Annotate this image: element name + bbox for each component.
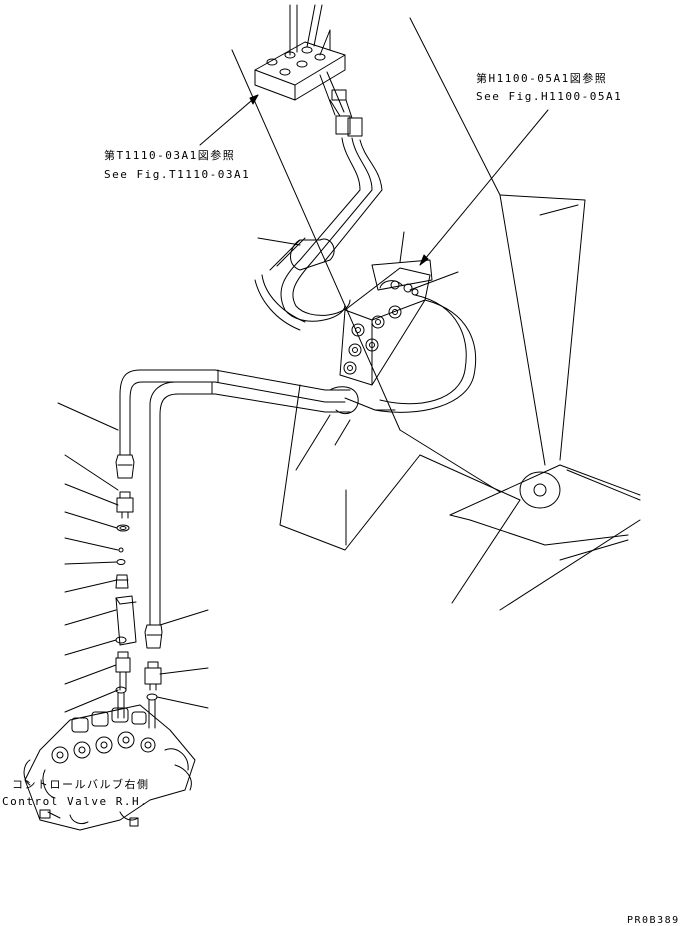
control-valve-label-jp: コントロールバルブ右側 xyxy=(12,778,150,791)
fitting-stack xyxy=(115,454,137,719)
pilot-tubes xyxy=(254,137,383,331)
drawing-code: PR0B389 xyxy=(627,915,680,926)
control-valve-label-en: Control Valve R.H. xyxy=(2,795,149,808)
ref-t1110-jp: 第T1110-03A1図参照 xyxy=(104,149,236,162)
frame-panel xyxy=(279,17,641,611)
ref-t1110-en: See Fig.T1110-03A1 xyxy=(104,168,251,181)
fitting-stack-right xyxy=(144,624,163,729)
loop-tubes xyxy=(214,294,477,414)
ref-h1100-en: See Fig.H1100-05A1 xyxy=(476,90,623,103)
pilot-valve xyxy=(254,4,363,137)
hydraulic-block xyxy=(339,231,459,386)
leader-lines xyxy=(57,94,549,713)
control-valve xyxy=(23,704,196,831)
ref-h1100-jp: 第H1100-05A1図参照 xyxy=(476,72,608,85)
left-tubes xyxy=(119,369,219,626)
